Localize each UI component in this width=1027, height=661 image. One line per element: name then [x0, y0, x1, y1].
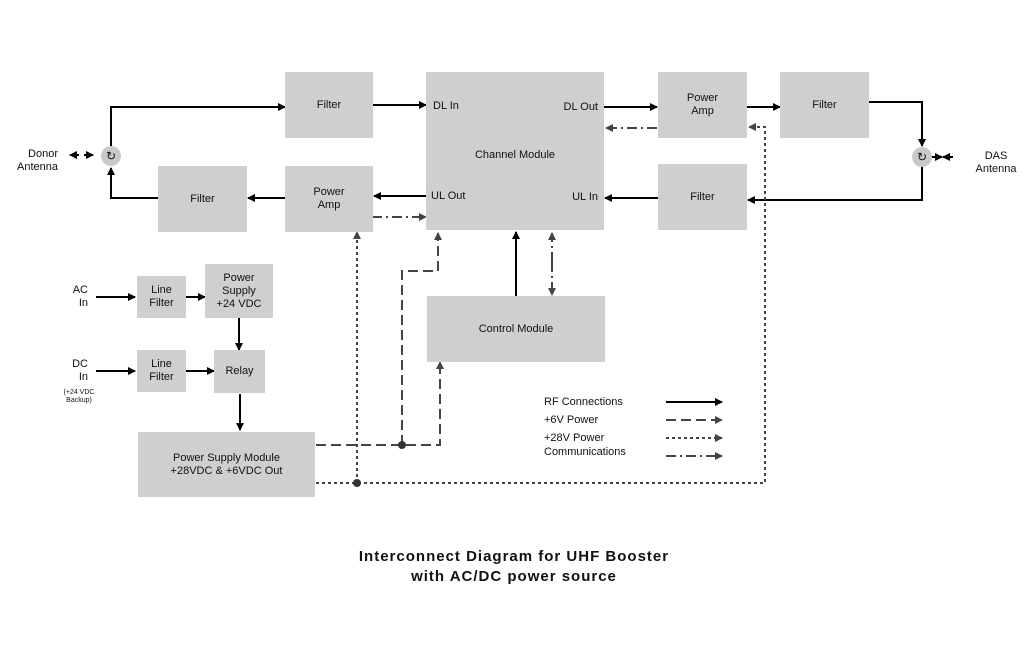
ul-in-port-label: UL In [572, 191, 598, 203]
donor-antenna-label: Donor Antenna [17, 148, 58, 173]
ul-filter-left-block: Filter [158, 166, 247, 232]
dl-filter-block: Filter [285, 72, 373, 138]
legend-rf-label: RF Connections [544, 396, 623, 408]
ac-line-filter-block: Line Filter [137, 276, 186, 318]
das-antenna-label: DAS Antenna [975, 150, 1017, 175]
diagram-title-line2: with AC/DC power source [411, 568, 617, 585]
control-module-block: Control Module [427, 296, 605, 362]
ul-out-port-label: UL Out [431, 190, 466, 202]
ac-in-label: AC In [72, 284, 88, 309]
junction-dot-28v [353, 479, 361, 487]
legend-comm-label: Communications [544, 446, 626, 458]
rf-uplink-path [107, 166, 923, 296]
dl-in-port-label: DL In [433, 100, 459, 112]
power-input-chain [96, 293, 244, 431]
channel-module-block: DL In DL Out Channel Module UL Out UL In [426, 72, 604, 230]
rf-downlink-path [69, 101, 953, 161]
legend-lines [666, 398, 723, 460]
dl-out-port-label: DL Out [563, 101, 598, 113]
power-supply-module-block: Power Supply Module +28VDC & +6VDC Out [138, 432, 315, 497]
junction-dot-6v [398, 441, 406, 449]
dc-in-label: DC In [72, 358, 88, 383]
dc-line-filter-block: Line Filter [137, 350, 186, 392]
circulator-right-icon: ↻ [912, 147, 932, 167]
das-filter-block: Filter [780, 72, 869, 138]
relay-block: Relay [214, 350, 265, 393]
ul-filter-right-block: Filter [658, 164, 747, 230]
communications-lines [372, 124, 657, 296]
legend-6v-label: +6V Power [544, 414, 599, 426]
diagram-title-line1: Interconnect Diagram for UHF Booster [358, 548, 670, 565]
dc-backup-label: (+24 VDC Backup) [63, 389, 95, 404]
plus28v-power-lines [316, 123, 766, 484]
dl-power-amp-block: Power Amp [658, 72, 747, 138]
circulator-left-icon: ↻ [101, 146, 121, 166]
channel-module-label: Channel Module [474, 149, 556, 161]
legend-28v-label: +28V Power [544, 432, 605, 444]
plus6v-power-lines [316, 232, 444, 446]
power-supply-24vdc-block: Power Supply +24 VDC [205, 264, 273, 318]
ul-power-amp-block: Power Amp [285, 166, 373, 232]
